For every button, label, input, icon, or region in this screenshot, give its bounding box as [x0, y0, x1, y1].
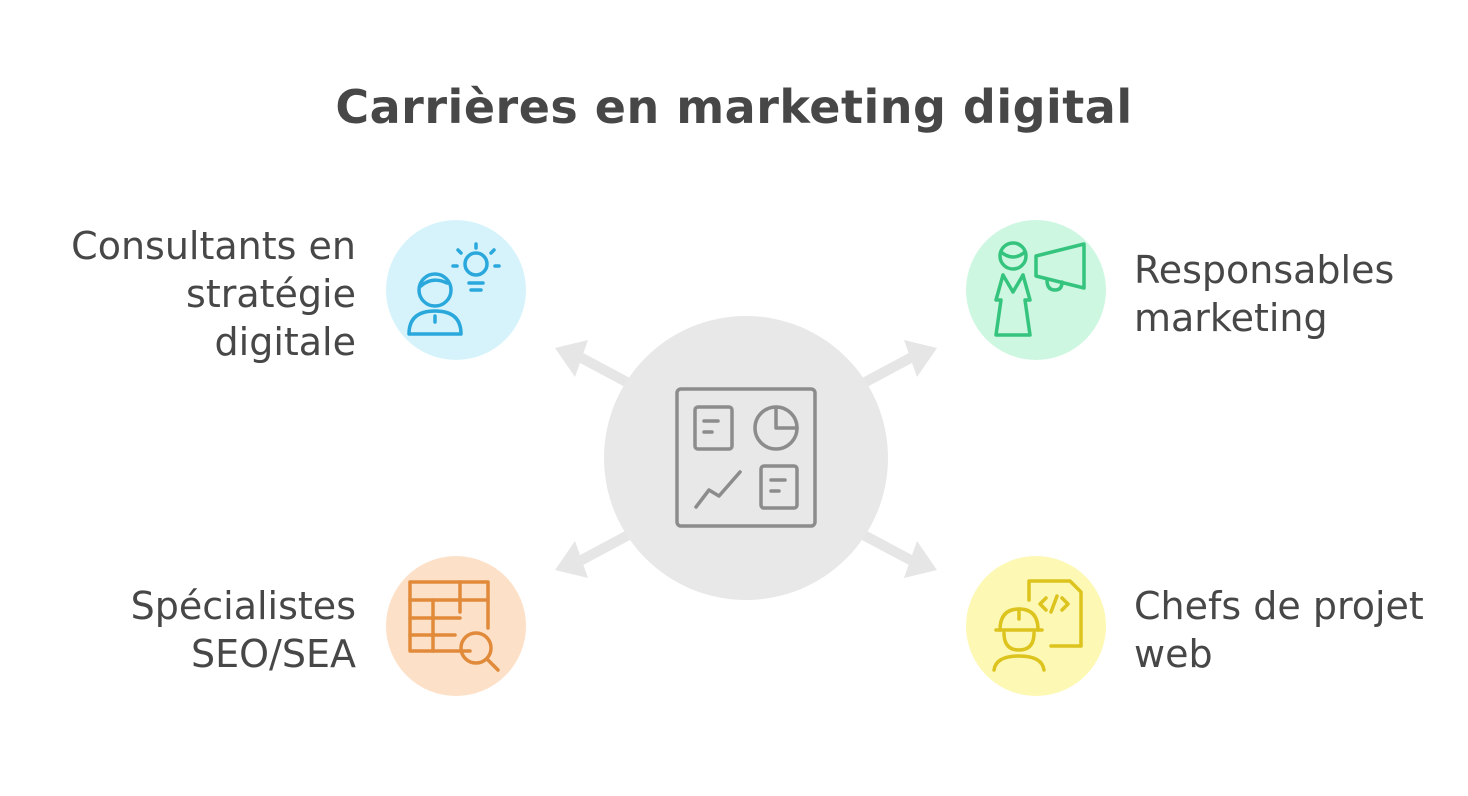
label-line: SEO/SEA — [191, 632, 356, 676]
center-circle — [604, 316, 888, 600]
person-lightbulb-icon — [407, 242, 501, 336]
dashboard-icon — [675, 387, 817, 528]
node-bg-top-left — [386, 220, 526, 360]
label-bottom-left: Spécialistes SEO/SEA — [40, 582, 356, 678]
builder-code-icon — [992, 579, 1083, 672]
arrow-top-right — [862, 340, 937, 387]
label-bottom-right: Chefs de projet web — [1134, 582, 1454, 678]
person-megaphone-icon — [994, 241, 1086, 337]
arrow-top-left — [555, 340, 630, 387]
node-bg-bottom-right — [966, 556, 1106, 696]
label-line: Chefs de projet — [1134, 584, 1424, 628]
table-search-icon — [408, 580, 500, 672]
diagram-title: Carrières en marketing digital — [335, 80, 1133, 134]
label-line: Responsables — [1134, 248, 1395, 292]
arrow-bottom-left — [555, 531, 630, 578]
node-bg-top-right — [966, 220, 1106, 360]
label-top-right: Responsables marketing — [1134, 246, 1454, 342]
arrows — [555, 340, 937, 578]
label-line: digitale — [214, 320, 356, 364]
label-line: marketing — [1134, 296, 1328, 340]
label-line: web — [1134, 632, 1213, 676]
label-line: Consultants en — [71, 224, 356, 268]
label-top-left: Consultants en stratégie digitale — [40, 222, 356, 366]
node-bg-bottom-left — [386, 556, 526, 696]
label-line: stratégie — [186, 272, 356, 316]
label-line: Spécialistes — [130, 584, 356, 628]
arrow-bottom-right — [862, 531, 937, 578]
